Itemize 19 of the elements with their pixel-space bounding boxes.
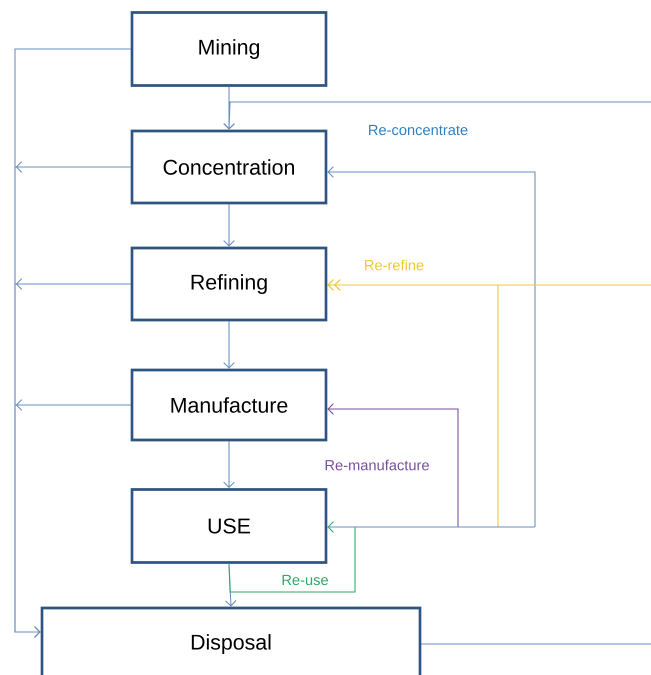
edge-label: Re-use xyxy=(280,574,330,586)
arrow xyxy=(228,521,356,593)
process-box: Concentration xyxy=(130,130,328,204)
process-box: USE xyxy=(130,488,328,564)
process-box: Mining xyxy=(130,11,328,87)
arrow xyxy=(223,321,235,369)
arrow xyxy=(14,399,131,638)
arrow xyxy=(223,204,235,247)
edge-label: Re-refine xyxy=(362,258,426,272)
arrow xyxy=(223,441,235,488)
edge-label: Re-concentrate xyxy=(366,124,470,136)
arrow xyxy=(327,279,651,291)
process-box: Manufacture xyxy=(130,368,328,442)
process-box: Refining xyxy=(130,246,328,322)
arrow xyxy=(224,101,651,130)
process-box: Disposal xyxy=(40,606,422,675)
arrow xyxy=(223,86,235,130)
arrow xyxy=(327,166,536,528)
edge-label: Re-manufacture xyxy=(323,458,431,472)
